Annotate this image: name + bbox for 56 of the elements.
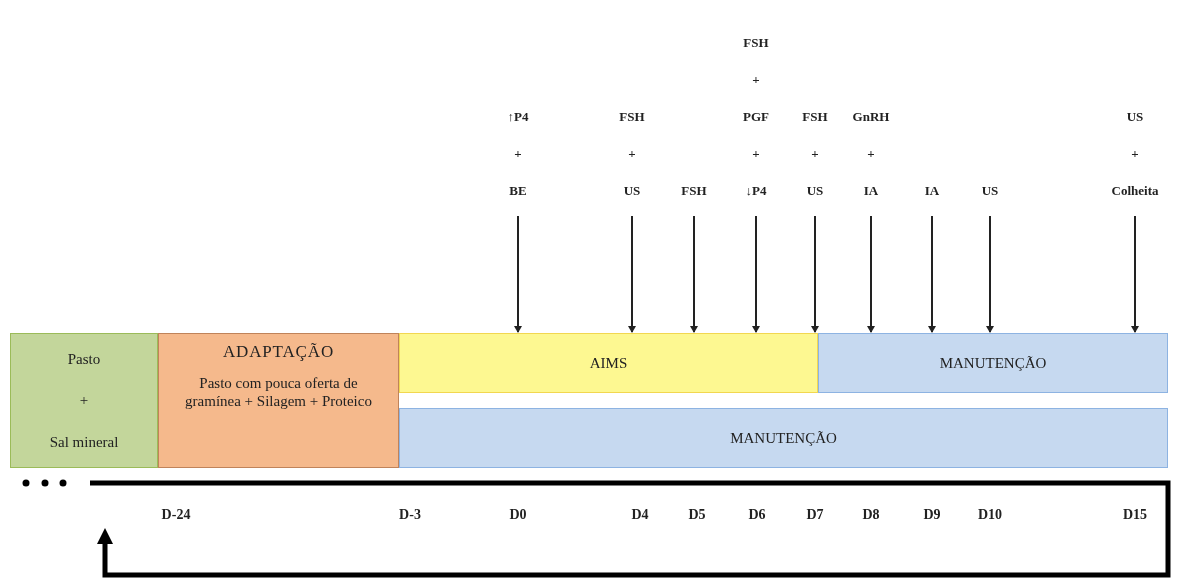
event-text: + (752, 145, 760, 163)
event-text: FSH (743, 34, 769, 52)
phase-bar (158, 333, 399, 468)
arrow (867, 215, 875, 333)
event-text: GnRH (852, 108, 890, 126)
day-label: D-24 (160, 506, 192, 524)
arrow (690, 215, 698, 333)
event-text: US (806, 182, 824, 200)
phase-text: + (79, 391, 89, 410)
phase-bar (818, 333, 1168, 393)
event-text: IA (863, 182, 879, 200)
day-label: D5 (687, 506, 707, 524)
phase-text: Pasto (67, 349, 101, 368)
day-label: D10 (976, 506, 1004, 524)
day-label: D0 (508, 506, 528, 524)
event-text: IA (924, 182, 940, 200)
phase-text: MANUTENÇÃO (939, 354, 1047, 372)
event-text: FSH (619, 108, 645, 126)
event-text: + (752, 71, 760, 89)
arrow (811, 215, 819, 333)
day-label: D-3 (398, 506, 422, 524)
event-text: + (628, 145, 636, 163)
arrow (928, 215, 936, 333)
event-text: ↓P4 (745, 182, 767, 200)
day-label: D7 (805, 506, 825, 524)
phase-text: Sal mineral (49, 433, 119, 452)
event-text: ↑P4 (507, 108, 529, 126)
event-text: BE (509, 182, 527, 200)
event-text: + (867, 145, 875, 163)
day-label: D8 (861, 506, 881, 524)
event-text: Colheita (1111, 182, 1159, 200)
event-text: US (1126, 108, 1144, 126)
phase-bar (399, 333, 818, 393)
event-text: FSH (681, 182, 707, 200)
arrow (628, 215, 636, 333)
day-label: D9 (922, 506, 942, 524)
event-text: US (981, 182, 999, 200)
day-label: D6 (747, 506, 767, 524)
event-text: + (1131, 145, 1139, 163)
phase-bar (10, 333, 158, 468)
arrow (986, 215, 994, 333)
event-text: PGF (743, 108, 769, 126)
day-label: D15 (1121, 506, 1149, 524)
arrow (514, 215, 522, 333)
phase-bar (399, 408, 1168, 468)
event-text: + (514, 145, 522, 163)
day-label: D4 (630, 506, 650, 524)
event-text: + (811, 145, 819, 163)
arrow (1131, 215, 1139, 333)
arrow (752, 215, 760, 333)
event-text: US (623, 182, 641, 200)
event-text: FSH (802, 108, 828, 126)
phase-text: MANUTENÇÃO (730, 429, 837, 447)
phase-text: Pasto com pouca oferta de gramínea + Silagem + Proteico (184, 374, 373, 411)
phase-text: AIMS (589, 354, 628, 372)
phase-title: ADAPTAÇÃO (222, 342, 335, 363)
